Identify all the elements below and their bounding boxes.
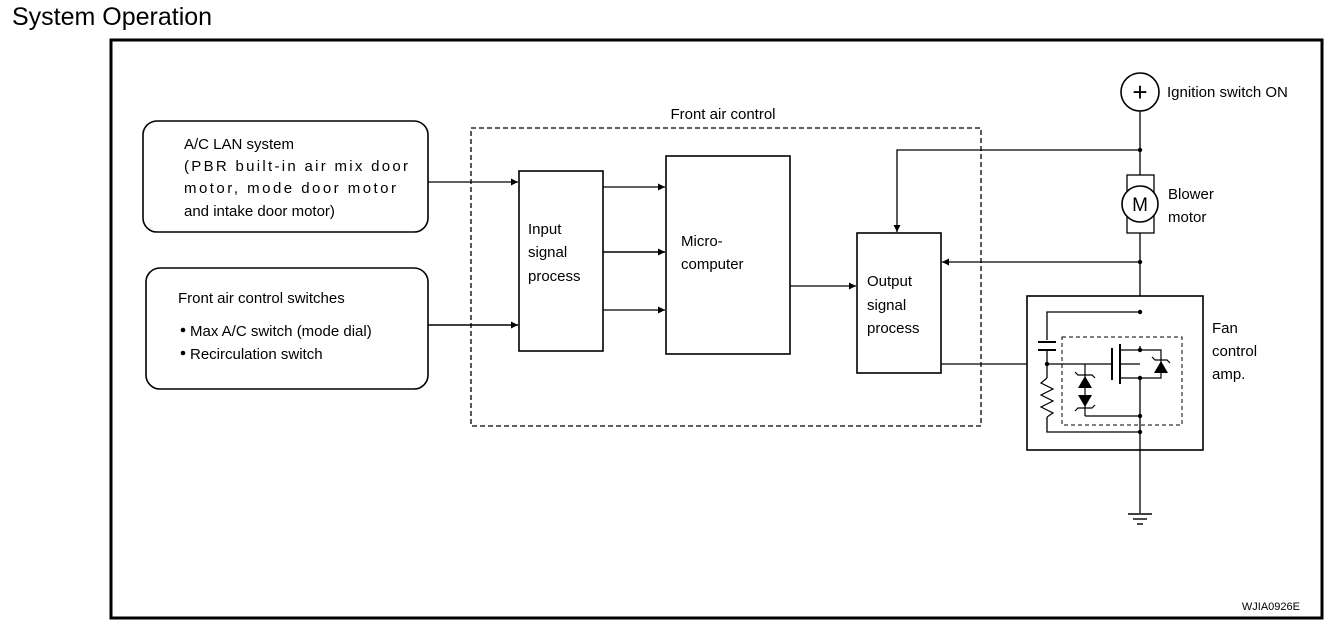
ac-lan-line-4: and intake door motor) [184,203,335,220]
fan-label-3: amp. [1212,366,1245,383]
zener-bar-2 [1074,404,1096,412]
ac-lan-system-box [142,120,429,233]
ignition-label: Ignition switch ON [1167,84,1288,101]
junction-cap [1137,309,1143,315]
zener-diode-2-icon [1078,395,1092,407]
input-signal-process-box [518,170,604,352]
diagram-frame [109,38,1324,620]
switch-item-1: Max A/C switch (mode dial) [190,323,372,340]
junction-ground-1 [1137,413,1143,419]
microcomputer-box [665,155,791,355]
figure-code: WJIA0926E [1242,601,1300,613]
capacitor-wire [1046,311,1140,340]
bullet-1 [180,327,186,333]
bullet-2 [180,350,186,356]
ac-lan-line-3: motor, mode door motor [184,180,396,197]
page-title: System Operation [12,3,213,31]
output-line-2: signal [867,297,906,314]
fan-control-amp-box [1026,295,1204,451]
blower-label-1: Blower [1168,186,1214,203]
fan-amp-inner-dashed [1061,336,1183,426]
front-air-control-label: Front air control [670,106,775,123]
output-line-3: process [867,320,920,337]
front-air-control-group [470,127,982,427]
switches-title: Front air control switches [178,290,345,307]
output-line-1: Output [867,273,913,290]
output-signal-process-box [856,232,942,374]
zener-diode-1-icon [1078,376,1092,388]
input-line-1: Input [528,221,562,238]
feedback-line-top [893,149,1140,232]
micro-line-1: Micro- [681,233,723,250]
fan-label-2: control [1212,343,1257,360]
resistor-icon [1039,377,1055,418]
front-air-control-switches-box [145,267,429,390]
ac-lan-line-1: A/C LAN system [184,136,294,153]
input-line-3: process [528,268,581,285]
zener-bar-1 [1074,371,1096,379]
body-diode-icon [1154,361,1168,373]
resistor-lower-wire [1046,417,1140,433]
body-diode-bar [1151,356,1171,364]
switch-item-2: Recirculation switch [190,346,323,363]
plus-sign: + [1132,77,1147,107]
motor-icon [1121,185,1159,223]
motor-symbol: M [1132,195,1148,216]
micro-line-2: computer [681,256,744,273]
input-line-2: signal [528,244,567,261]
fan-label-1: Fan [1212,320,1238,337]
blower-label-2: motor [1168,209,1206,226]
